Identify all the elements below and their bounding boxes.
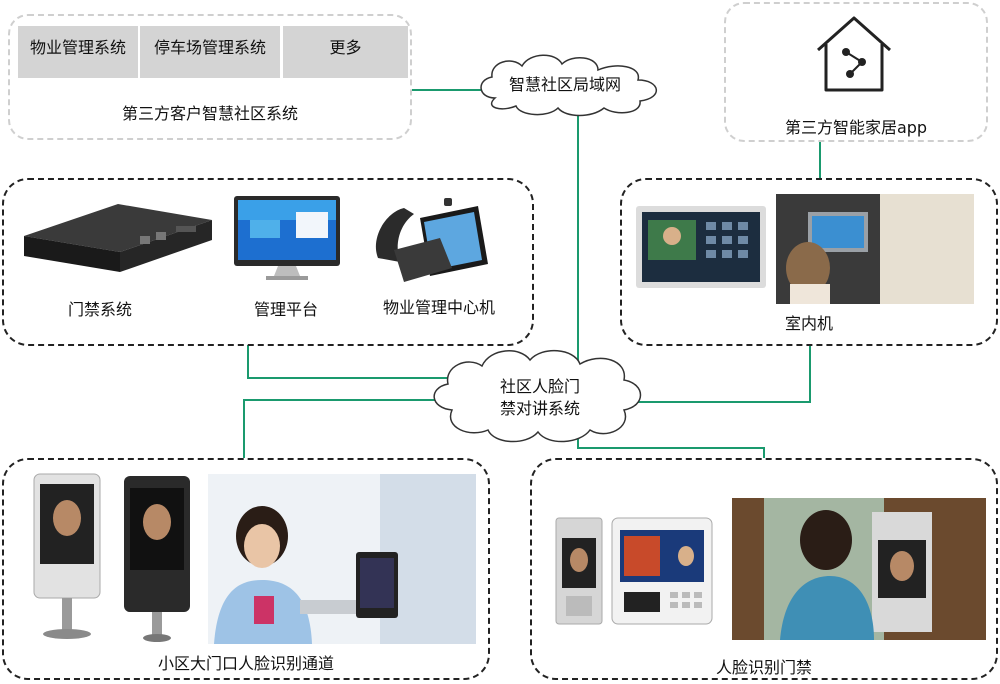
center-device-label-access: 门禁系统: [67, 300, 132, 319]
third-party-system-box: [8, 14, 412, 140]
indoor-unit-box: [620, 178, 998, 346]
lan-cloud-label: 智慧社区局域网: [508, 75, 621, 94]
indoor-monitor-device: [636, 206, 766, 288]
face-access-caption: 人脸识别门禁: [715, 658, 812, 677]
gate-channel-photo: [208, 474, 476, 644]
third-party-system-caption: 第三方客户智慧社区系统: [121, 104, 298, 123]
face-access-photo: [732, 498, 986, 640]
face-access-box: [530, 458, 998, 680]
gate-channel-box: [2, 458, 490, 680]
line-center-to-intercom: [247, 345, 448, 379]
smart-home-box: [724, 2, 988, 142]
smart-home-caption: 第三方智能家居app: [784, 118, 928, 137]
intercom-cloud-line1: 社区人脸门: [499, 377, 580, 396]
indoor-unit-caption: 室内机: [784, 314, 833, 333]
center-device-label-property-center: 物业管理中心机: [382, 298, 495, 317]
intercom-cloud-label: 社区人脸门 禁对讲系统: [460, 376, 620, 420]
indoor-usage-photo: [776, 194, 974, 304]
tab-more: 更多: [283, 26, 408, 78]
tab-property-management: 物业管理系统: [18, 26, 138, 78]
face-terminal-1: [33, 473, 101, 639]
line-intercom-to-access: [577, 432, 765, 458]
center-devices-box: [2, 178, 534, 346]
center-device-label-platform: 管理平台: [253, 300, 318, 319]
face-terminal-2: [124, 476, 190, 642]
door-station-panel: [555, 517, 603, 625]
intercom-cloud-line2: 禁对讲系统: [499, 399, 580, 418]
line-intercom-to-gate: [243, 399, 450, 458]
line-intercom-to-indoor: [616, 345, 811, 403]
face-access-terminal: [611, 517, 713, 625]
tab-parking-management: 停车场管理系统: [140, 26, 280, 78]
gate-channel-caption: 小区大门口人脸识别通道: [157, 654, 334, 673]
